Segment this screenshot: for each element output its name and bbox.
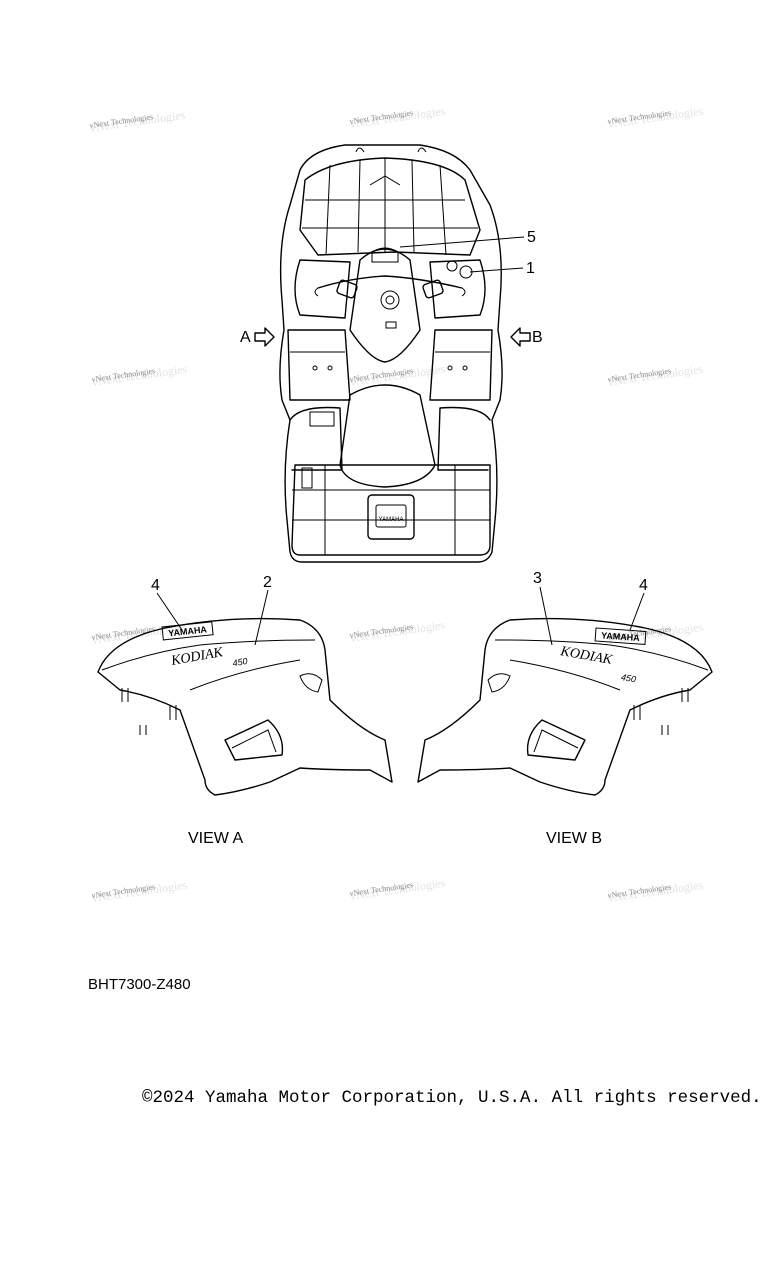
yamaha-decal-b: YAMAHA <box>594 627 647 645</box>
cowl <box>349 248 421 363</box>
svg-text:4: 4 <box>639 577 648 594</box>
svg-text:B: B <box>532 329 543 346</box>
arrow-b: B <box>510 327 543 347</box>
svg-text:A: A <box>240 329 251 346</box>
kodiak-decal-a: KODIAK 450 <box>169 645 249 669</box>
svg-text:5: 5 <box>527 229 536 246</box>
svg-text:4: 4 <box>151 577 160 594</box>
view-a-label: VIEW A <box>188 830 243 847</box>
part-code: BHT7300-Z480 <box>88 976 191 993</box>
svg-text:KODIAK: KODIAK <box>558 644 614 668</box>
arrow-a: A <box>240 327 275 347</box>
callout-4-b: 4 <box>629 577 648 631</box>
svg-text:3: 3 <box>533 570 542 587</box>
atv-top-view: YAMAHA <box>279 144 503 563</box>
svg-text:450: 450 <box>620 672 637 684</box>
svg-text:YAMAHA: YAMAHA <box>168 624 208 638</box>
view-b-panel: YAMAHA KODIAK 450 VIEW B <box>417 617 713 847</box>
svg-text:1: 1 <box>526 260 535 277</box>
kodiak-decal-b: KODIAK 450 <box>558 644 637 684</box>
svg-text:YAMAHA: YAMAHA <box>379 517 404 523</box>
view-a-panel: YAMAHA KODIAK 450 VIEW A <box>97 617 393 847</box>
rear-rack <box>291 464 491 556</box>
handlebar <box>317 275 463 289</box>
view-b-label: VIEW B <box>546 830 602 847</box>
callout-5: 5 <box>399 229 536 248</box>
callout-4-a: 4 <box>151 577 183 631</box>
copyright-notice: ©2024 Yamaha Motor Corporation, U.S.A. A… <box>142 1088 762 1108</box>
svg-text:YAMAHA: YAMAHA <box>601 630 641 643</box>
svg-text:2: 2 <box>263 574 272 591</box>
svg-text:450: 450 <box>232 656 249 668</box>
atv-body-outline <box>279 144 503 563</box>
callout-1: 1 <box>469 260 535 277</box>
callout-3: 3 <box>533 570 553 646</box>
yamaha-decal-a: YAMAHA <box>161 621 214 641</box>
seat <box>339 384 436 488</box>
callout-2: 2 <box>254 574 272 646</box>
